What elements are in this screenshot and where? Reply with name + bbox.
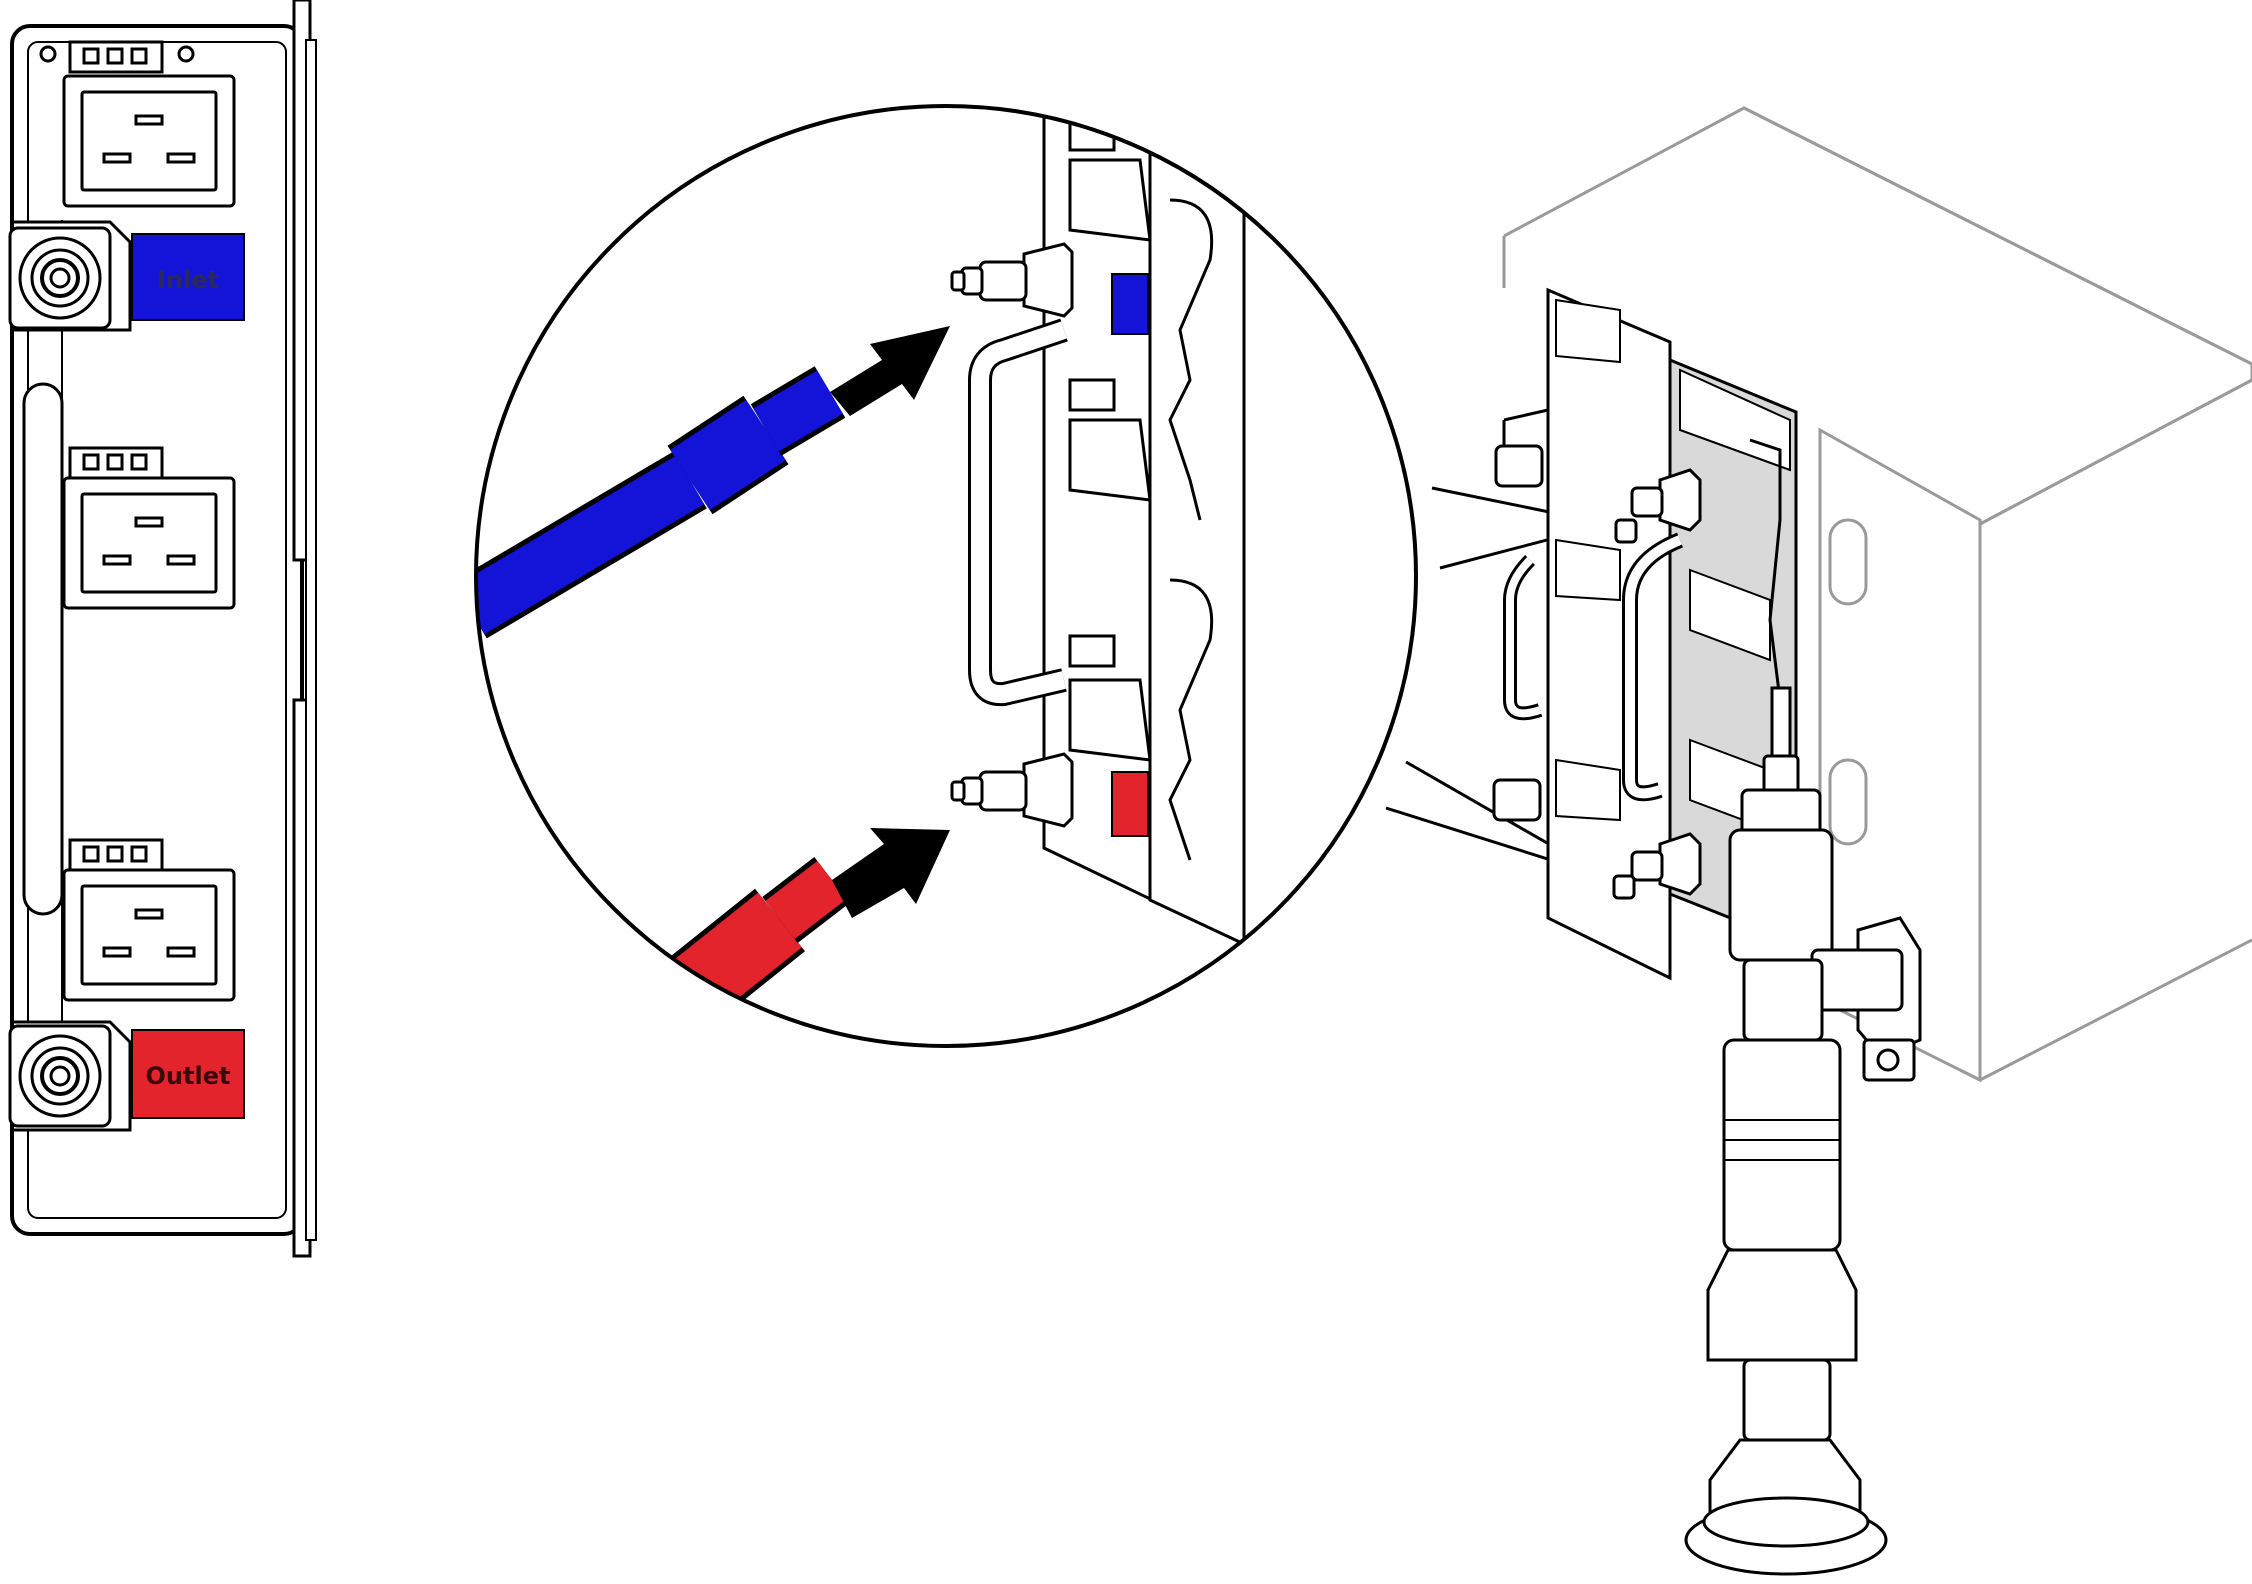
- inlet-nipple-icon: [1614, 468, 1702, 544]
- zoom-detail: [474, 104, 1418, 1048]
- outlet-label-box: [131, 1029, 245, 1119]
- arrow-right-icon: [830, 326, 950, 416]
- inlet-label-box: [131, 233, 245, 321]
- status-led-icon: [68, 40, 164, 74]
- status-led-icon: [68, 838, 164, 872]
- inlet-hose: [476, 366, 846, 639]
- inlet-label: Inlet: [157, 266, 219, 294]
- outlet-nipple-icon: [1612, 832, 1702, 900]
- bleeder-kit-icon: [1684, 686, 1904, 1576]
- power-socket-icon: [62, 476, 236, 610]
- inlet-coupling-icon: [8, 226, 112, 330]
- outlet-nipple-icon: [950, 752, 1074, 828]
- arrow-right-icon: [832, 828, 950, 918]
- outlet-coupling-icon: [8, 1024, 112, 1128]
- assembly-view: [1492, 106, 2252, 1576]
- power-socket-icon: [62, 74, 236, 208]
- inlet-nipple-icon: [950, 242, 1074, 318]
- outlet-label: Outlet: [146, 1062, 231, 1090]
- manifold-front-view: Inlet Outlet: [8, 0, 317, 1258]
- power-socket-icon: [62, 868, 236, 1002]
- status-led-icon: [68, 446, 164, 480]
